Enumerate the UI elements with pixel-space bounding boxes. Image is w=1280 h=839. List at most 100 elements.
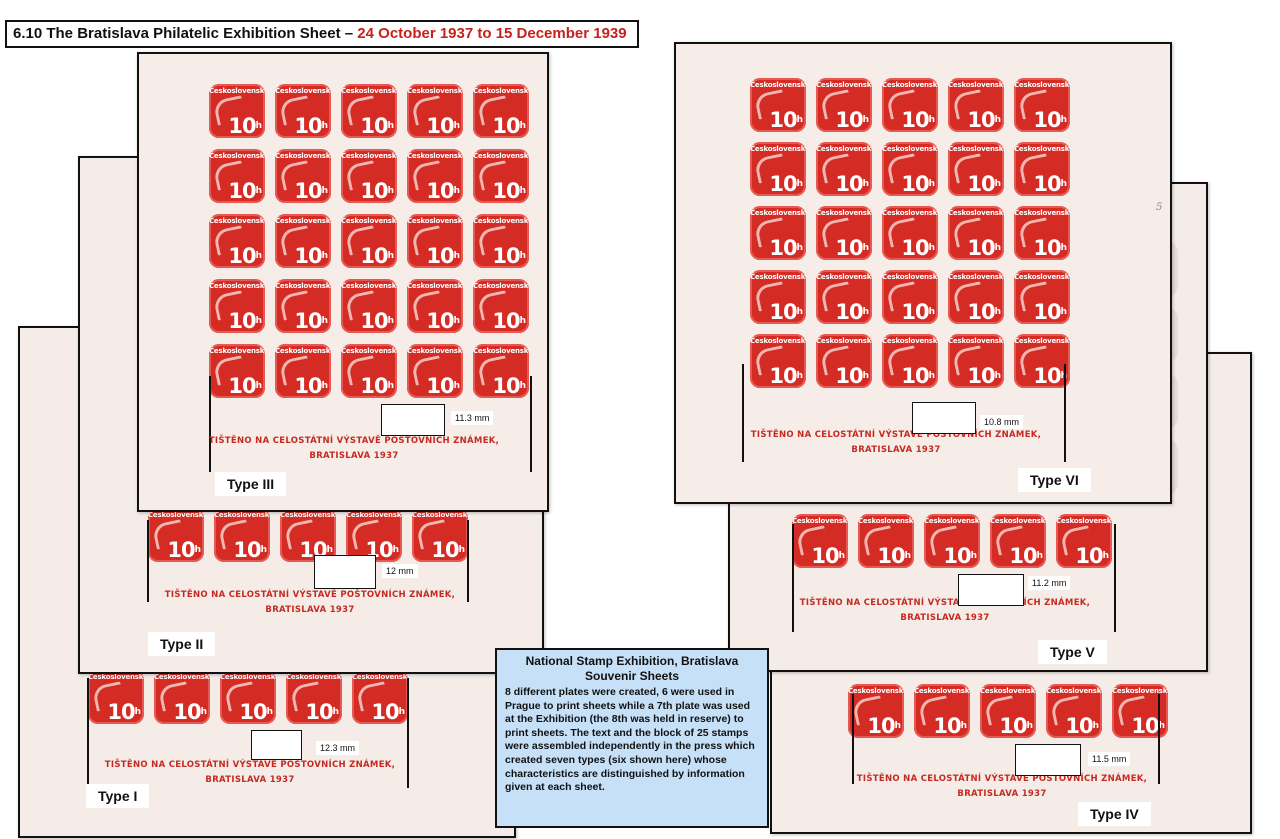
stamp-country-text: Československo [148,511,204,519]
stamp-value-unit: h [321,186,329,196]
stamp-value: 10h [967,300,1002,324]
sheet-caption-line2: BRATISLAVA 1937 [205,775,295,785]
stamp-value: 10h [901,300,935,324]
stamp-value: 10h [173,700,208,724]
stamp-country-text: Československo [750,273,806,281]
page-title: 6.10 The Bratislava Philatelic Exhibitio… [5,20,639,48]
sheet-caption: TIŠTĚNO NA CELOSTÁTNÍ VÝSTAVĚ POŠTOVNÍCH… [837,772,1167,802]
stamp-country-text: Československo [750,145,806,153]
stamp-value-unit: h [862,307,870,317]
stamp-country-text: Československo [1056,517,1112,525]
stamp-country-text: Československo [412,511,468,519]
stamp-value: 10h [1033,236,1067,260]
stamp-value-unit: h [519,121,527,131]
stamp-value: 10h [239,700,274,724]
stamp-country-text: Československo [220,673,276,681]
stamp-country-text: Československo [407,217,463,225]
stamp-value-unit: h [994,307,1002,317]
stamp-country-text: Československo [882,145,938,153]
stamp-value: 10h [426,179,460,203]
stamp: Československo 10h [924,514,980,568]
info-subheading: Souvenir Sheets [584,669,680,683]
stamp-value: 10h [901,364,936,388]
sheet-caption-line1: TIŠTĚNO NA CELOSTÁTNÍ VÝSTAVĚ POŠTOVNÍCH… [208,436,500,446]
stamp-value-unit: h [1061,371,1068,381]
stamp-country-text: Československo [275,217,331,225]
stamp-value-unit: h [1102,551,1110,561]
stamp-value-unit: h [928,371,936,381]
stamp-value-unit: h [994,179,1002,189]
stamp-value-unit: h [796,307,804,317]
stamp-value-unit: h [266,707,274,717]
stamp-value-unit: h [862,243,870,253]
stamp-country-text: Československo [792,517,848,525]
stamp-value: 10h [294,309,329,333]
stamp-value: 10h [769,236,803,260]
title-dates: 24 October 1937 to 15 December 1939 [357,25,627,42]
measure-label: 11.3 mm [451,411,494,425]
measure-line-right [1114,524,1116,632]
stamp-value: 10h [371,700,405,724]
stamp-value: 10h [107,700,141,724]
stamp-country-text: Československo [209,87,265,95]
stamp-value: 10h [1075,544,1110,568]
sheet-caption-line2: BRATISLAVA 1937 [309,451,399,461]
stamp-value: 10h [492,114,527,138]
stamp-country-text: Československo [473,217,529,225]
stamp-country-text: Československo [924,517,980,525]
stamp-country-text: Československo [407,347,463,355]
measure-box [958,574,1024,606]
stamp-value: 10h [999,714,1033,738]
stamp-value: 10h [877,544,911,568]
stamp-value: 10h [835,364,869,388]
stamp-value: 10h [1131,714,1165,738]
stamp-value-unit: h [894,721,902,731]
stamp: Československo 10h [407,214,463,268]
stamp-value-unit: h [1060,179,1068,189]
stamp-value-unit: h [255,316,263,326]
stamp-value: 10h [426,114,460,138]
stamp-value-unit: h [862,115,870,125]
stamp-country-text: Československo [473,87,529,95]
info-box: National Stamp Exhibition, Bratislava So… [495,648,769,828]
stamp-value: 10h [943,544,977,568]
stamp-value-unit: h [200,707,208,717]
stamp-country-text: Československo [209,217,265,225]
stamp: Československo 10h [275,84,331,138]
stamp-value: 10h [294,114,328,138]
stamp-value-unit: h [321,381,329,391]
stamp-value: 10h [426,244,460,268]
stamp-value: 10h [360,374,394,398]
stamp-country-text: Československo [275,347,331,355]
stamp-value-unit: h [796,371,804,381]
type-label: Type V [1038,640,1107,664]
stamp-value-unit: h [321,316,329,326]
stamp-country-text: Československo [473,152,529,160]
stamp-country-text: Československo [848,687,904,695]
stamp: Československo 10h [1056,514,1112,568]
stamp-value-unit: h [458,545,466,555]
stamp-country-text: Československo [275,87,331,95]
stamp-country-text: Československo [1014,337,1070,345]
pencil-mark: 5 [1156,202,1163,213]
measure-box [314,555,376,589]
stamp-country-text: Československo [948,81,1004,89]
stamp-value: 10h [835,172,869,196]
